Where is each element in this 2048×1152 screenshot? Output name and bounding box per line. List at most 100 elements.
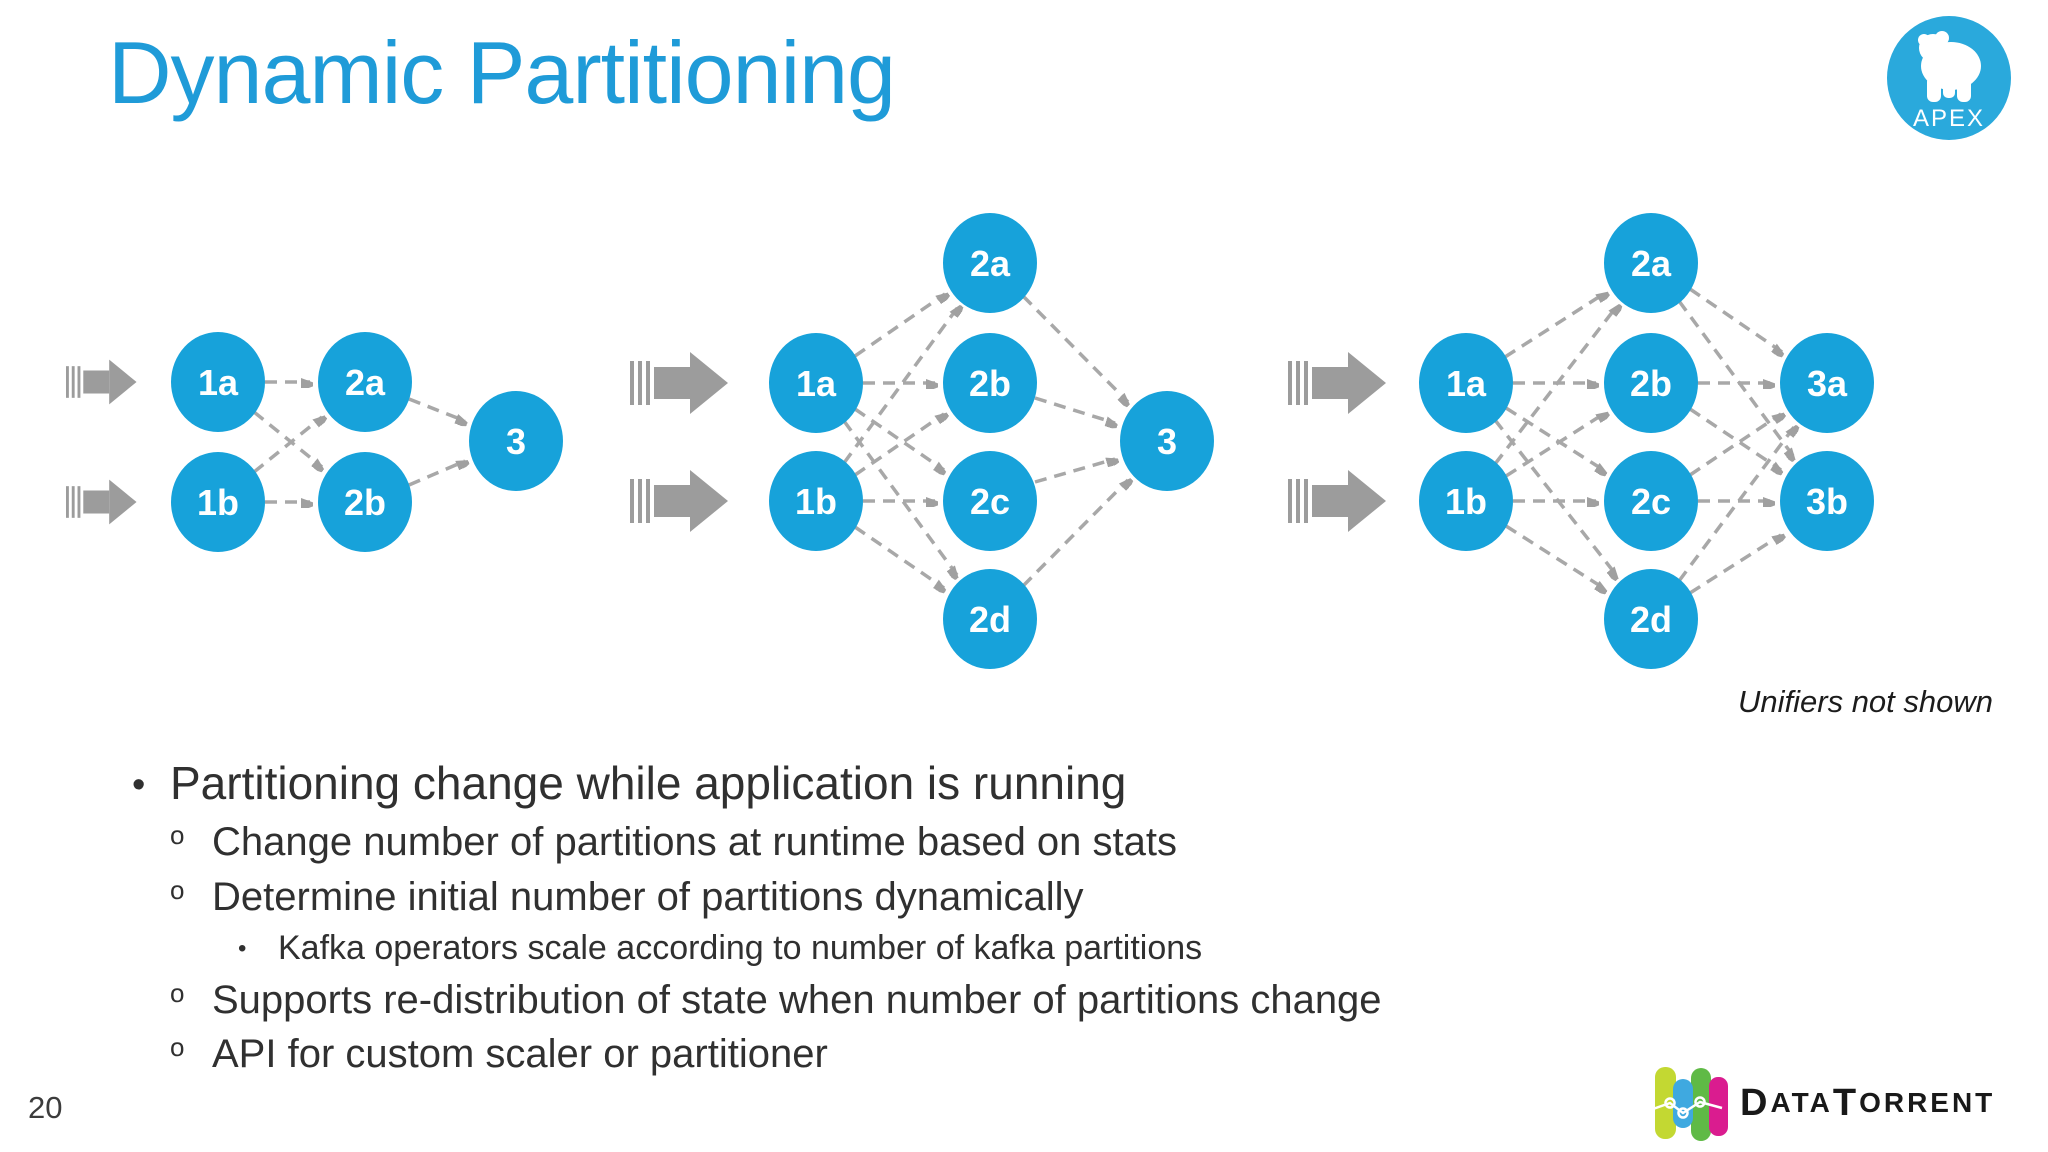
edge [854, 414, 944, 477]
node-2a [943, 213, 1037, 313]
node-2a [1604, 213, 1698, 313]
bullet-marker: o [170, 820, 185, 850]
edge [1034, 457, 1115, 484]
bullet-text: Partitioning change while application is… [170, 757, 1127, 809]
edge [1689, 287, 1782, 352]
bullet-marker: • [132, 764, 146, 806]
input-arrow-icon [630, 352, 728, 414]
node-label: 2a [1631, 243, 1672, 284]
edge [854, 525, 944, 588]
edge [1689, 407, 1781, 470]
bullet-row: • Partitioning change while application i… [132, 756, 1126, 810]
edge [1021, 294, 1128, 402]
node-2d [1604, 569, 1698, 669]
bullet-row: o Supports re-distribution of state when … [170, 978, 1382, 1023]
node-3 [1120, 391, 1214, 491]
edge [408, 397, 465, 421]
node-label: 3b [1806, 481, 1848, 522]
diagram3-edges [1493, 287, 1794, 595]
node-3b [1780, 451, 1874, 551]
edge [1504, 293, 1605, 359]
node-label: 3 [506, 421, 526, 462]
unifiers-caption: Unifiers not shown [1738, 684, 1994, 719]
node-label: 2d [1630, 599, 1672, 640]
bullet-marker: • [238, 935, 247, 962]
bullet-text: Change number of partitions at runtime b… [212, 820, 1177, 864]
node-2b [318, 452, 412, 552]
datatorrent-bars-icon [1649, 1067, 1728, 1141]
node-label: 2a [345, 362, 386, 403]
node-2a [318, 332, 412, 432]
wordmark-part: ATA [1770, 1087, 1833, 1118]
node-label: 2d [969, 599, 1011, 640]
bullet-text: Supports re-distribution of state when n… [212, 978, 1382, 1022]
diagram2-nodes: 1a 1b 2a 2b 2c 2d 3 [769, 213, 1214, 669]
input-arrow-icon [66, 479, 137, 525]
edge [1689, 414, 1781, 477]
edge [1034, 396, 1115, 423]
diagram1-edges [252, 382, 465, 502]
node-label: 2b [344, 482, 386, 523]
wordmark-part: ORRENT [1859, 1087, 1996, 1118]
bullet-text: Kafka operators scale according to numbe… [278, 929, 1203, 967]
node-2b [943, 333, 1037, 433]
node-label: 1b [1445, 481, 1487, 522]
node-label: 1a [1446, 363, 1487, 404]
node-1a [769, 333, 863, 433]
edge [854, 294, 945, 358]
input-arrow-icon [66, 359, 137, 405]
input-arrow-icon [630, 470, 728, 532]
bullet-row: o Determine initial number of partitions … [170, 875, 1083, 920]
node-2b [1604, 333, 1698, 433]
gorilla-icon [1918, 31, 1981, 102]
edge [1505, 406, 1605, 471]
page-number: 20 [28, 1090, 63, 1125]
node-3 [469, 391, 563, 491]
node-label: 3a [1807, 363, 1848, 404]
node-label: 1b [197, 482, 239, 523]
edge [1505, 524, 1605, 589]
edge [854, 407, 944, 470]
edge [1021, 480, 1128, 588]
node-label: 2c [1631, 481, 1671, 522]
input-arrow-icon [1288, 470, 1386, 532]
edge [408, 459, 465, 487]
apex-logo-label: APEX [1913, 105, 1985, 132]
node-2c [1604, 451, 1698, 551]
edge [1493, 418, 1617, 576]
node-label: 2b [969, 363, 1011, 404]
bullet-marker: o [170, 1032, 185, 1062]
node-2d [943, 569, 1037, 669]
edge [252, 410, 322, 467]
edge [1689, 535, 1781, 595]
node-1b [1419, 451, 1513, 551]
node-2c [943, 451, 1037, 551]
diagram2-edges [842, 294, 1128, 588]
input-arrow-icon [1288, 352, 1386, 414]
bullet-text: API for custom scaler or partitioner [212, 1032, 828, 1076]
apex-logo: APEX [1885, 14, 2013, 142]
edge [842, 419, 957, 575]
bullet-marker: o [170, 978, 185, 1008]
bullet-row: • Kafka operators scale according to numb… [238, 929, 1202, 968]
edge [1677, 299, 1794, 457]
edge [1677, 427, 1794, 583]
node-1a [1419, 333, 1513, 433]
bullet-row: o Change number of partitions at runtime … [170, 820, 1177, 865]
node-3a [1780, 333, 1874, 433]
node-label: 1a [796, 363, 837, 404]
node-label: 3 [1157, 421, 1177, 462]
edge [1493, 306, 1617, 466]
node-1b [171, 452, 265, 552]
wordmark-part: T [1832, 1081, 1860, 1124]
apex-logo-graphic: APEX [1887, 16, 2011, 140]
node-label: 2b [1630, 363, 1672, 404]
bullet-marker: o [170, 875, 185, 905]
bullet-text: Determine initial number of partitions d… [212, 875, 1084, 919]
diagram3-nodes: 1a 1b 2a 2b 2c 2d 3a 3b [1419, 213, 1874, 669]
edge [1505, 413, 1605, 478]
node-1a [171, 332, 265, 432]
